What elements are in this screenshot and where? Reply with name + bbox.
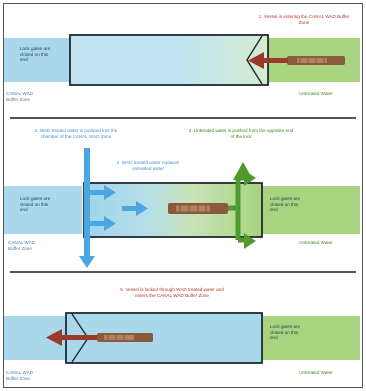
panel2-right-zone-label: Untreated Water xyxy=(299,240,333,245)
panel2-step-label-c: 4. WAD treated water replaces untreated … xyxy=(116,160,180,171)
panel2-green-arrows xyxy=(228,162,256,249)
panel1-step-label: 1. Vessel is entering the CANAL WAD Buff… xyxy=(258,14,350,25)
panel2-right-gate-label: Lock gates are closed on this end xyxy=(270,196,301,213)
panel1-left-gate-label: Lock gates are closed on this end xyxy=(20,46,51,63)
panel3-red-arrow xyxy=(46,329,98,346)
panel-2 xyxy=(4,148,360,268)
panel2-right-zone-bg xyxy=(262,186,360,234)
panel-1 xyxy=(4,34,360,86)
panel1-left-zone-label: CANAL WAD Buffer Zone xyxy=(6,91,33,102)
panel3-step-label: 5. Vessel is locked through WAD treated … xyxy=(120,287,224,298)
panel2-step-label-b: 3. Untreated water is pushed from the op… xyxy=(188,128,294,139)
panel-3 xyxy=(4,312,360,364)
panel3-right-zone-label: Untreated Water xyxy=(299,370,333,375)
panel1-right-zone-label: Untreated Water xyxy=(299,91,333,96)
panel2-step-label-a: 2. WAD treated water is pumped into the … xyxy=(34,128,118,139)
panel1-right-gate xyxy=(246,35,263,85)
panel3-vessel xyxy=(97,333,153,342)
panel2-left-zone-label: CANAL WAD Buffer Zone xyxy=(8,240,35,251)
panel3-right-zone-bg xyxy=(262,316,360,360)
panel1-vessel xyxy=(287,56,345,65)
panel3-left-zone-label: CANAL WAD Buffer Zone xyxy=(6,370,33,381)
panel3-right-gate-label: Lock gates are closed on this end xyxy=(270,324,301,341)
panel1-red-arrow xyxy=(248,52,288,69)
panel2-left-gate-label: Lock gates are closed on this end xyxy=(20,196,51,213)
panel2-blue-pipe xyxy=(79,148,148,268)
panel1-lock-chamber xyxy=(69,34,269,86)
panel1-left-zone-bg xyxy=(4,38,70,82)
panel2-vessel xyxy=(168,203,228,214)
panel2-left-zone-bg xyxy=(4,186,82,234)
